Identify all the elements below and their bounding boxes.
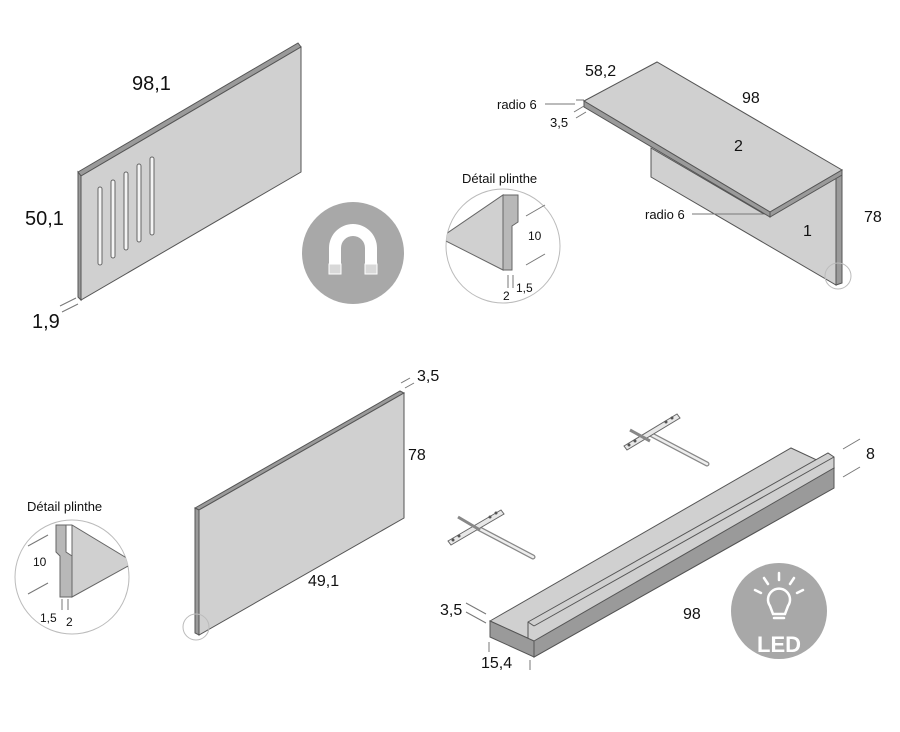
side-panel-thickness: 3,5 <box>417 368 439 385</box>
panel-top-left: 98,1 50,1 1,9 <box>25 42 302 333</box>
detail-right-b: 1,5 <box>516 281 533 295</box>
shelf-height: 8 <box>866 446 875 463</box>
side-panel-height: 78 <box>408 447 426 464</box>
desk-top-thickness: 3,5 <box>550 115 568 130</box>
panel-top-left-width: 98,1 <box>132 73 171 95</box>
detail-plinthe-right: Détail plinthe 10 2 1,5 <box>445 171 561 304</box>
panel-top-left-thickness: 1,9 <box>32 311 60 333</box>
desk-radius-side: radio 6 <box>645 207 685 222</box>
shelf: 8 3,5 98 15,4 <box>440 438 875 672</box>
desk-width: 98 <box>742 90 760 107</box>
desk-top-part: 2 <box>734 138 743 155</box>
magnet-badge <box>302 202 404 304</box>
detail-left-b: 2 <box>66 615 73 629</box>
detail-left-a: 1,5 <box>40 611 57 625</box>
desk-radius-top: radio 6 <box>497 97 537 112</box>
detail-left-height: 10 <box>33 555 47 569</box>
detail-right-a: 2 <box>503 289 510 303</box>
led-bulb-icon <box>753 571 805 620</box>
side-panel: 3,5 78 49,1 <box>182 368 439 641</box>
detail-left-title: Détail plinthe <box>27 499 102 514</box>
bracket-upper <box>623 413 710 467</box>
bracket-lower <box>447 509 536 560</box>
detail-right-title: Détail plinthe <box>462 171 537 186</box>
led-badge: LED <box>731 563 827 659</box>
desk-height: 78 <box>864 209 882 226</box>
desk-side-part: 1 <box>803 223 812 240</box>
shelf-depth: 15,4 <box>481 655 512 672</box>
shelf-thickness: 3,5 <box>440 602 462 619</box>
detail-plinthe-left: Détail plinthe 10 1,5 2 <box>14 499 130 635</box>
side-panel-width: 49,1 <box>308 573 339 590</box>
detail-right-height: 10 <box>528 229 542 243</box>
desk-depth: 58,2 <box>585 63 616 80</box>
magnet-icon <box>328 224 378 275</box>
panel-slots <box>97 156 155 266</box>
desk-assembly: 58,2 radio 6 3,5 98 2 radio 6 1 78 <box>497 61 882 290</box>
shelf-length: 98 <box>683 606 701 623</box>
panel-top-left-height: 50,1 <box>25 208 64 230</box>
led-badge-text: LED <box>757 632 801 657</box>
